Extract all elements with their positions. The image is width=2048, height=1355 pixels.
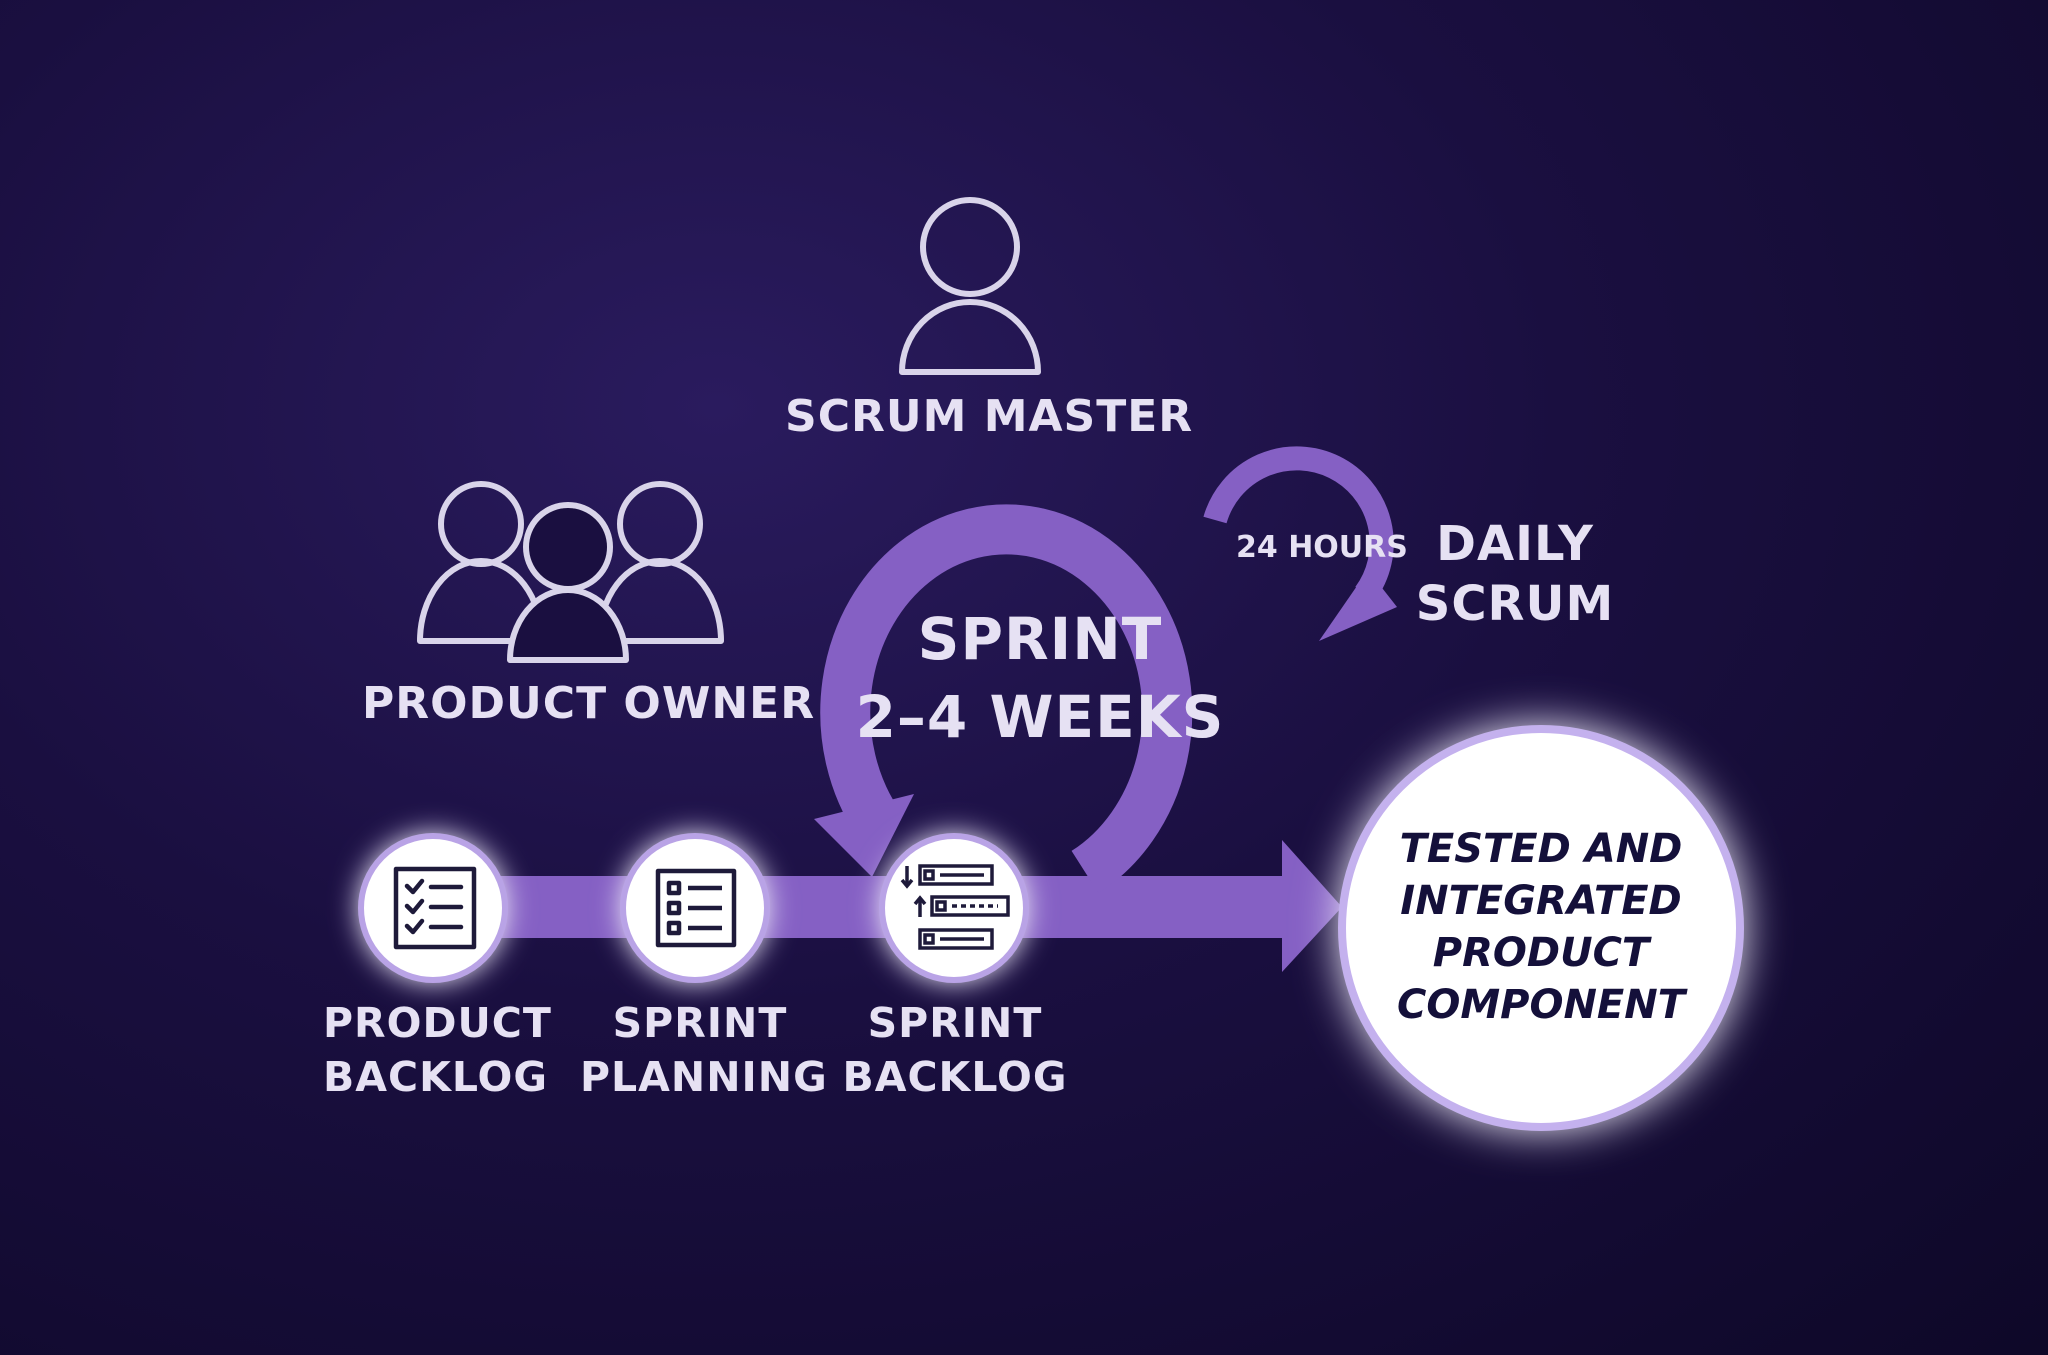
scrum-master-label: SCRUM MASTER [785, 391, 1194, 442]
step-label-line2: BACKLOG [323, 1053, 549, 1101]
result-line2: INTEGRATED [1400, 878, 1682, 924]
step-label-sprint-backlog: SPRINT BACKLOG [840, 996, 1070, 1104]
result-line4: COMPONENT [1396, 982, 1686, 1028]
step-label-product-backlog: PRODUCT BACKLOG [323, 996, 552, 1104]
result-label: TESTED AND INTEGRATED PRODUCT COMPONENT [1366, 823, 1716, 1031]
checklist-icon [393, 866, 477, 950]
daily-scrum-line2: SCRUM [1415, 576, 1615, 632]
result-line1: TESTED AND [1399, 826, 1683, 872]
daily-scrum-loop-arrow [1203, 446, 1397, 641]
sprint-title: SPRINT [917, 605, 1163, 673]
step-label-sprint-planning: SPRINT PLANNING [580, 996, 828, 1104]
daily-hours-label: 24 HOURS [1236, 530, 1408, 565]
step-label-line1: PRODUCT [323, 999, 552, 1047]
list-icon [655, 868, 737, 948]
flow-arrow [430, 840, 1342, 972]
result-node [1338, 725, 1744, 1131]
sprint-backlog-node [879, 833, 1029, 983]
prioritize-list-icon [900, 864, 1010, 950]
sprint-label: SPRINT 2–4 WEEKS [830, 600, 1250, 757]
sprint-loop-arrow [814, 504, 1193, 894]
product-backlog-node [358, 833, 508, 983]
daily-scrum-label: DAILY SCRUM [1410, 514, 1620, 634]
sprint-duration: 2–4 WEEKS [855, 683, 1225, 752]
sprint-planning-node [620, 833, 770, 983]
step-label-line1: SPRINT [867, 999, 1043, 1047]
step-label-line1: SPRINT [612, 999, 788, 1047]
daily-scrum-line1: DAILY [1436, 516, 1594, 572]
step-label-line2: PLANNING [580, 1053, 828, 1101]
result-line3: PRODUCT [1432, 930, 1650, 976]
step-label-line2: BACKLOG [842, 1053, 1068, 1101]
product-owner-team-icon [417, 481, 724, 663]
scrum-master-person-icon [899, 197, 1041, 375]
product-owner-label: PRODUCT OWNER [362, 678, 816, 729]
